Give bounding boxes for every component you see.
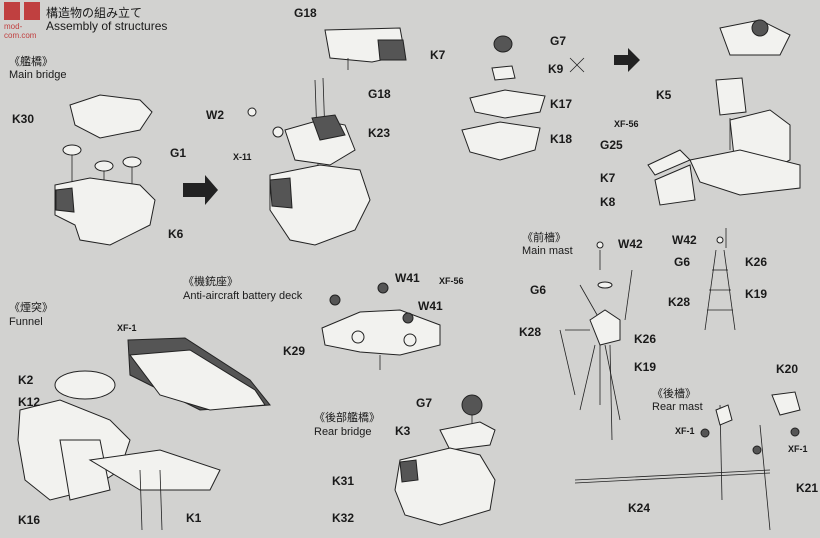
paint-label: XF-1 [117, 323, 137, 333]
main-mast-jp: 《前檣》 [522, 232, 566, 244]
aa-deck-jp: 《機銃座》 [183, 276, 238, 288]
part-label: K30 [12, 112, 35, 126]
part-label: K5 [656, 88, 672, 102]
funnel-drawing [17, 337, 271, 531]
arrow-icon-2 [614, 48, 640, 72]
part-label: W41 [418, 299, 443, 313]
main-bridge-drawing-1 [54, 94, 156, 246]
aa-deck-drawing [321, 282, 441, 370]
part-label: K19 [745, 287, 768, 301]
main-mast-en: Main mast [522, 245, 573, 257]
site-logo: mod-com.com [2, 0, 42, 40]
part-label: K2 [18, 373, 34, 387]
part-label: G18 [294, 6, 317, 20]
rear-mast-jp: 《後檣》 [652, 388, 696, 400]
part-label: K7 [600, 171, 616, 185]
rear-bridge-en: Rear bridge [314, 426, 372, 438]
part-label: W42 [672, 233, 697, 247]
part-label: K8 [600, 195, 616, 209]
top-bridge-drawing [324, 27, 407, 70]
part-label: G18 [368, 87, 391, 101]
part-label: K31 [332, 474, 355, 488]
part-label: G25 [600, 138, 623, 152]
part-label: G7 [550, 34, 567, 48]
title-jp: 構造物の組み立て [46, 6, 143, 20]
rear-mast-en: Rear mast [652, 401, 703, 413]
main-mast-drawing [559, 241, 633, 441]
part-label: K9 [548, 62, 564, 76]
main-bridge-en: Main bridge [9, 69, 67, 81]
paint-label: XF-1 [675, 426, 695, 436]
paint-label: XF-56 [614, 119, 639, 129]
part-label: K32 [332, 511, 355, 525]
part-label: K26 [745, 255, 768, 269]
main-mast-detail-drawing [704, 228, 736, 331]
part-label: K29 [283, 344, 306, 358]
part-label: G7 [416, 396, 433, 410]
rear-mast-drawing [574, 391, 801, 531]
part-label: K20 [776, 362, 799, 376]
part-label: K21 [796, 481, 819, 495]
part-label: K1 [186, 511, 202, 525]
rear-bridge-jp: 《後部艦橋》 [314, 412, 380, 424]
part-label: W42 [618, 237, 643, 251]
title-en: Assembly of structures [46, 19, 168, 33]
main-bridge-jp: 《艦橋》 [9, 56, 53, 68]
main-bridge-tower-drawing [647, 19, 801, 206]
part-label: K6 [168, 227, 184, 241]
paint-label: XF-56 [439, 276, 464, 286]
part-label: K12 [18, 395, 41, 409]
aa-deck-en: Anti-aircraft battery deck [183, 290, 303, 302]
part-label: W2 [206, 108, 224, 122]
part-label: K16 [18, 513, 41, 527]
part-label: K23 [368, 126, 391, 140]
part-label: G6 [674, 255, 691, 269]
paint-label: X-11 [233, 152, 252, 162]
funnel-en: Funnel [9, 316, 43, 328]
rear-bridge-drawing [394, 394, 496, 526]
funnel-jp: 《煙突》 [9, 302, 53, 314]
part-label: G6 [530, 283, 547, 297]
part-label: K17 [550, 97, 573, 111]
part-label: K24 [628, 501, 651, 515]
part-label: K28 [668, 295, 691, 309]
part-label: K28 [519, 325, 542, 339]
part-label: K19 [634, 360, 657, 374]
part-label: W41 [395, 271, 420, 285]
mast-base-stack-drawing [461, 35, 585, 161]
logo-icon [4, 2, 40, 20]
main-bridge-drawing-2 [247, 77, 371, 246]
part-label: G1 [170, 146, 187, 160]
part-label: K26 [634, 332, 657, 346]
arrow-icon-1 [183, 175, 218, 205]
part-label: K3 [395, 424, 411, 438]
paint-label: XF-1 [788, 444, 808, 454]
logo-text: mod-com.com [4, 22, 37, 40]
part-label: K18 [550, 132, 573, 146]
part-label: K7 [430, 48, 446, 62]
